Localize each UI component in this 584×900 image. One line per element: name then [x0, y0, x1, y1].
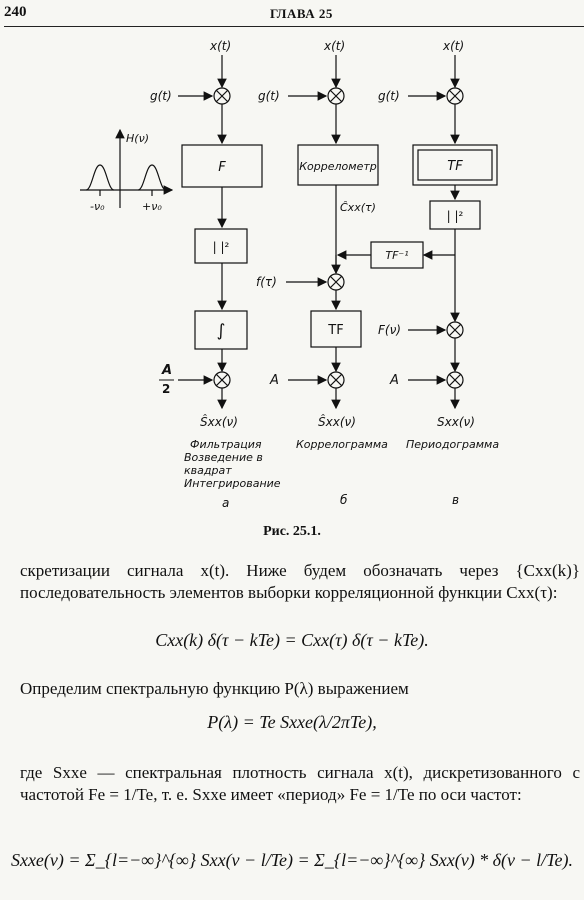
input-g-c: g(t) — [378, 89, 400, 103]
input-x-c: x(t) — [442, 39, 464, 53]
input-x-a: x(t) — [209, 39, 231, 53]
block-tf-b-label: TF — [327, 323, 343, 338]
desc-a-line3: квадрат — [184, 464, 232, 477]
chapter-title: ГЛАВА 25 — [270, 6, 333, 21]
equation-2: P(λ) = Te Sxxe(λ/2πTe), — [207, 712, 377, 732]
letter-b: б — [340, 493, 348, 507]
desc-b: Коррелограмма — [296, 438, 388, 451]
input-x-b: x(t) — [323, 39, 345, 53]
output-c: Sxx(ν) — [437, 415, 475, 429]
equation-3: Sxxe(ν) = Σ_{l=−∞}^{∞} Sxx(ν − l/Te) = Σ… — [10, 850, 574, 870]
input-g-b: g(t) — [258, 89, 280, 103]
header-rule — [4, 26, 584, 27]
filter-tick-right: +ν₀ — [142, 200, 162, 213]
page-number: 240 — [4, 4, 27, 20]
block-filter-label: F — [218, 160, 226, 175]
mult-input-c: F(ν) — [378, 323, 401, 337]
desc-a-line2: Возведение в — [184, 451, 263, 464]
block-tf-c-label: TF — [447, 159, 463, 174]
figure-caption: Рис. 25.1. — [263, 524, 321, 539]
figure-block-diagrams: x(t) x(t) x(t) g(t) g(t) g(t) H(ν) -ν₀ +… — [80, 39, 499, 510]
desc-a-line4: Интегрирование — [184, 477, 281, 490]
gain-a-numerator: A — [161, 363, 172, 378]
letter-c: в — [452, 493, 459, 507]
gain-c: A — [389, 373, 399, 388]
correlometer-output: Ĉxx(τ) — [340, 201, 376, 214]
filter-tick-left: -ν₀ — [90, 200, 105, 213]
desc-a-line1: Фильтрация — [190, 438, 262, 451]
input-g-a: g(t) — [150, 89, 172, 103]
output-b: Ŝxx(ν) — [318, 414, 356, 429]
block-square-a-label: | |² — [213, 240, 230, 254]
equation-1: Cxx(k) δ(τ − kTe) = Cxx(τ) δ(τ − kTe). — [155, 630, 429, 650]
block-inverse-label: TF⁻¹ — [385, 249, 408, 262]
block-integrator-label: ∫ — [217, 321, 226, 341]
mult-input-b: f(τ) — [256, 275, 277, 289]
letter-a: а — [222, 496, 229, 510]
block-square-c-label: | |² — [447, 209, 464, 223]
page-header: 240 ГЛАВА 25 — [0, 4, 584, 27]
gain-a-denominator: 2 — [162, 382, 170, 396]
output-a: Ŝxx(ν) — [200, 414, 238, 429]
paragraph-1: скретизации сигнала x(t). Ниже будем обо… — [20, 561, 580, 602]
block-correlometer-label: Коррелометр — [299, 160, 377, 173]
gain-b: A — [269, 373, 279, 388]
filter-axis-label: H(ν) — [126, 132, 149, 145]
desc-c: Периодограмма — [406, 438, 499, 451]
paragraph-3: где Sxxe — спектральная плотность сигнал… — [20, 763, 580, 804]
paragraph-2: Определим спектральную функцию P(λ) выра… — [20, 679, 409, 698]
